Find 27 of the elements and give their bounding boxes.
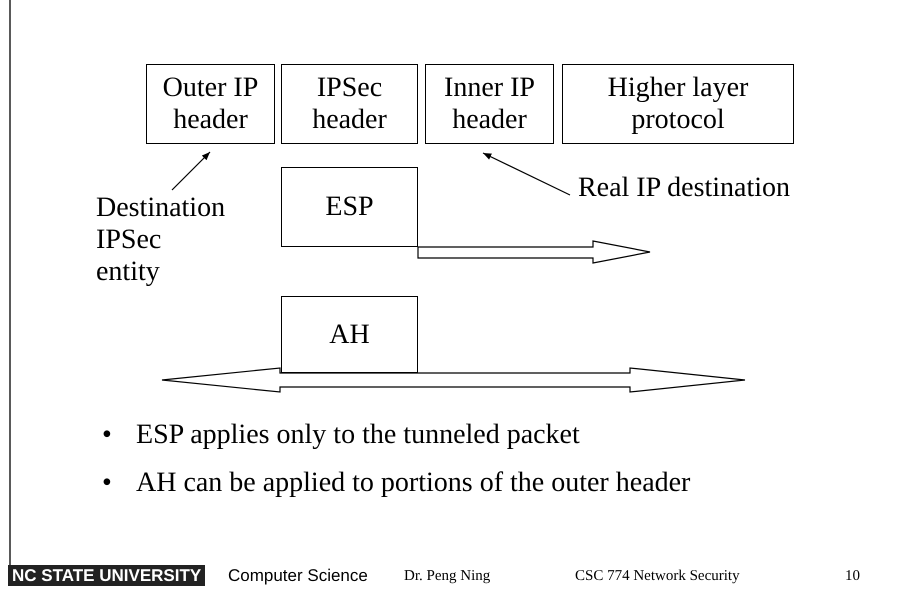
- box-label: Inner IP header: [443, 72, 536, 136]
- leader-arrow: [172, 152, 210, 190]
- box-label: ESP: [325, 191, 374, 223]
- page-number: 10: [845, 567, 860, 586]
- header-box: [562, 64, 794, 144]
- header-box: [425, 64, 554, 144]
- callout-text: Real IP destination: [578, 172, 868, 204]
- header-box: [146, 64, 275, 144]
- protocol-box: [281, 296, 418, 373]
- bullet: •: [102, 419, 112, 451]
- header-box: [281, 64, 418, 144]
- box-label: IPSec header: [311, 72, 388, 136]
- bullet-text: ESP applies only to the tunneled packet: [136, 419, 580, 451]
- course-text: CSC 774 Network Security: [575, 567, 740, 586]
- box-label: AH: [329, 318, 370, 350]
- author-text: Dr. Peng Ning: [404, 567, 490, 586]
- box-label: Higher layer protocol: [606, 72, 750, 136]
- university-name: NC STATE UNIVERSITY: [8, 565, 206, 586]
- department-text: Computer Science: [228, 565, 368, 586]
- callout-text: Destination IPSec entity: [96, 192, 228, 288]
- double-block-arrow: [161, 367, 746, 393]
- leader-arrow: [482, 152, 570, 196]
- bullet-text: AH can be applied to portions of the outer header: [136, 467, 690, 499]
- bullet: •: [102, 467, 112, 499]
- block-arrow: [417, 240, 651, 264]
- box-label: Outer IP header: [162, 72, 260, 136]
- protocol-box: [281, 167, 418, 247]
